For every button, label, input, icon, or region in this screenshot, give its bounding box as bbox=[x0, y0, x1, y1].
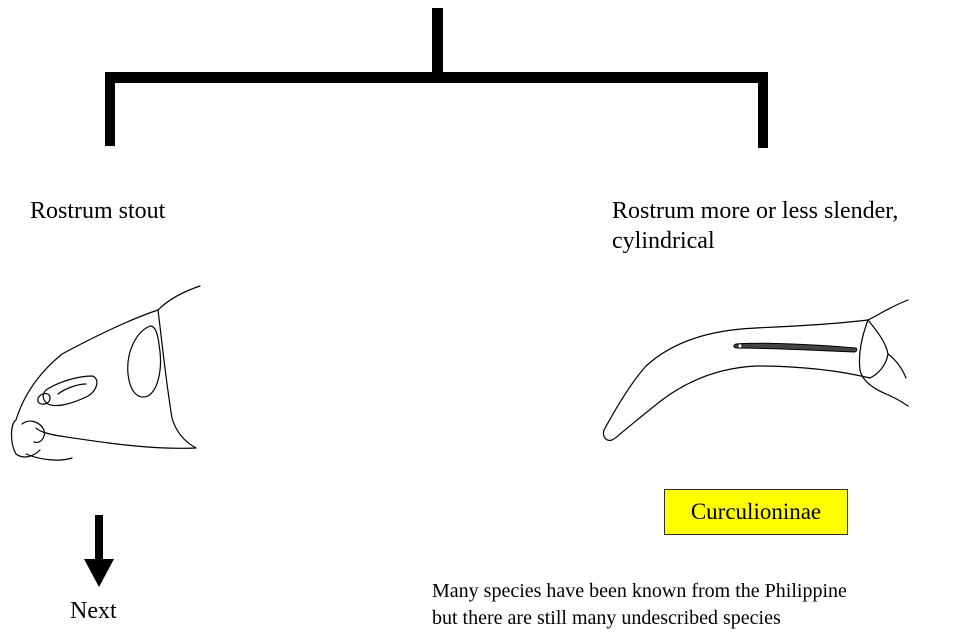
taxon-note-line-2: but there are still many undescribed spe… bbox=[432, 607, 781, 629]
right-branch-label-line-2: cylindrical bbox=[612, 228, 715, 254]
right-branch-label-line-1: Rostrum more or less slender, bbox=[612, 198, 899, 224]
left-branch-label: Rostrum stout bbox=[30, 198, 166, 224]
right-branch-line bbox=[758, 72, 768, 148]
taxon-note: Many species have been known from the Ph… bbox=[432, 578, 847, 632]
left-branch-line bbox=[105, 72, 115, 146]
taxon-note-line-1: Many species have been known from the Ph… bbox=[432, 580, 847, 602]
antenna-insertion bbox=[737, 343, 743, 349]
next-link[interactable]: Next bbox=[70, 598, 117, 624]
weevil-head-stout-rostrum-icon bbox=[10, 285, 201, 461]
weevil-head-slender-rostrum-icon bbox=[602, 299, 909, 441]
antennal-groove bbox=[733, 342, 858, 353]
stem-line bbox=[432, 8, 443, 80]
right-branch-label: Rostrum more or less slender, cylindrica… bbox=[612, 196, 898, 256]
taxon-label-curculioninae[interactable]: Curculioninae bbox=[664, 489, 848, 535]
crossbar-line bbox=[105, 72, 768, 83]
down-arrow-icon[interactable] bbox=[84, 515, 114, 587]
